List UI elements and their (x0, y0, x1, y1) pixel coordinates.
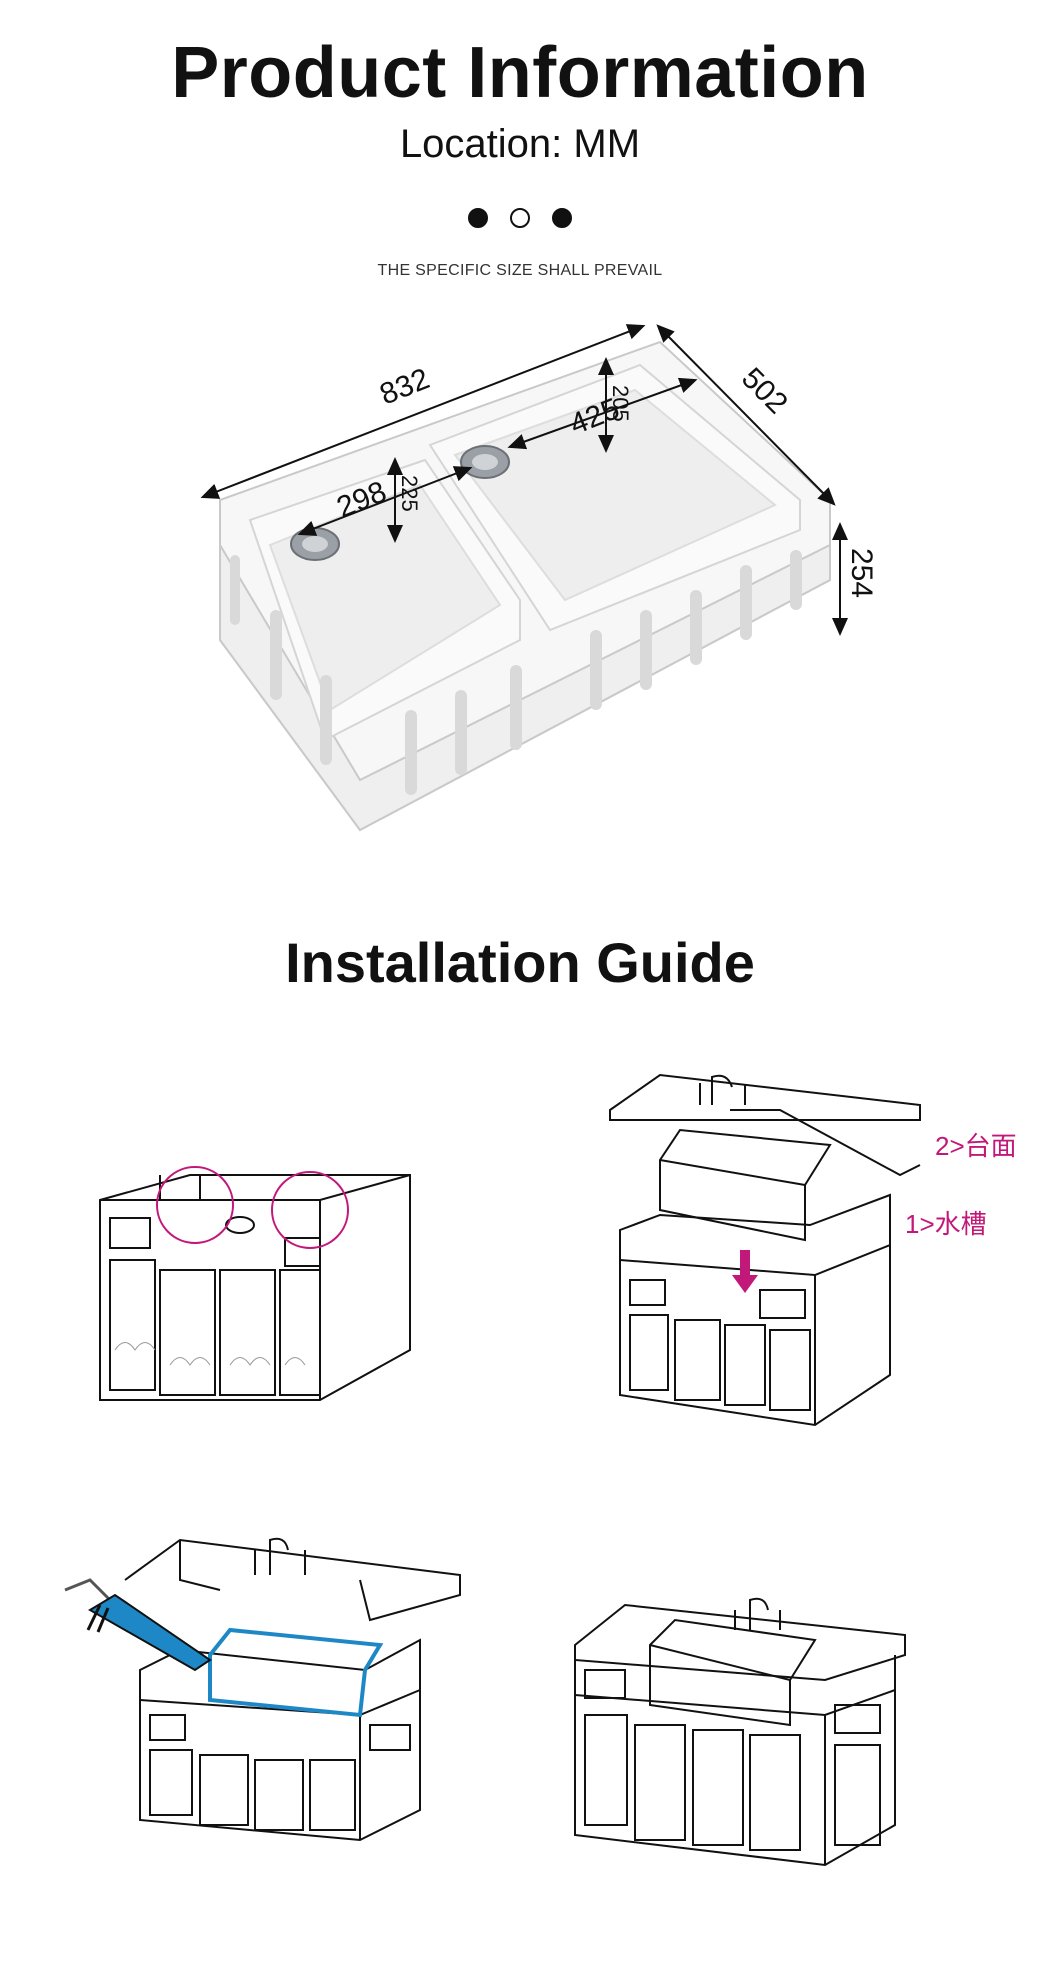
drain-left (290, 527, 340, 561)
size-disclaimer: THE SPECIFIC SIZE SHALL PREVAIL (377, 262, 663, 279)
sink-body (219, 340, 831, 832)
install-step-sink-countertop: 2>台面 1>水槽 (609, 1073, 1017, 1427)
carousel-dot-2[interactable] (510, 208, 530, 228)
location-label: Location: MM (399, 122, 641, 166)
install-step-finished (574, 1597, 906, 1867)
dim-left-bowl-depth: 225 (397, 475, 422, 512)
caulking-gun-icon (64, 1578, 212, 1672)
down-arrow-icon (732, 1250, 758, 1293)
install-step-sealant (64, 1537, 461, 1842)
dim-height: 254 (845, 548, 878, 598)
apron-flutes (230, 550, 802, 795)
install-step-cabinet-cutout (99, 1166, 411, 1401)
step2-countertop-label: 2>台面 (935, 1131, 1017, 1161)
dim-right-bowl-depth: 205 (608, 385, 633, 422)
dim-length: 832 (375, 362, 434, 411)
page-title: Product Information (171, 33, 869, 113)
carousel-dots (0, 208, 1040, 228)
carousel-dot-3[interactable] (552, 208, 572, 228)
carousel-dot-1[interactable] (468, 208, 488, 228)
installation-guide-title: Installation Guide (285, 931, 755, 994)
step1-sink-label: 1>水槽 (905, 1209, 987, 1239)
drain-right (460, 445, 510, 479)
sink-dimension-illustration: 832 502 254 298 225 425 205 (200, 324, 878, 832)
sealant-outline (208, 1627, 384, 1718)
cutout-highlight-circles (156, 1166, 349, 1249)
